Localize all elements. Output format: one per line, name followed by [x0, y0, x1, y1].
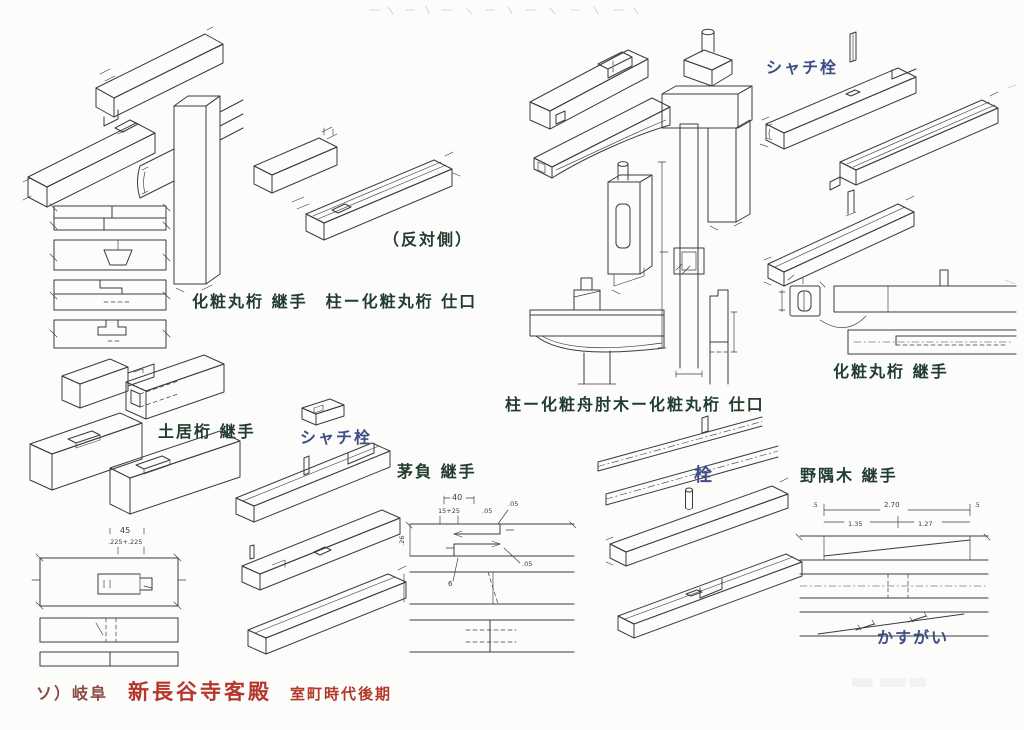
- lower-right-beam: [109, 430, 241, 515]
- dim-225: .225+.225: [108, 538, 142, 546]
- slotted-post-piece-iso: [607, 161, 653, 295]
- strip-mid: [39, 617, 179, 643]
- caption-kayaoi-tsugite: 茅負 継手: [397, 462, 477, 481]
- beam-c: [247, 565, 407, 655]
- label-shachisen-top: シャチ栓: [766, 58, 839, 77]
- dim-26: .26: [398, 536, 406, 546]
- drawing-sen-beams: [597, 415, 803, 639]
- dim-127: 1.27: [918, 520, 932, 528]
- drawing-keshomaru-post-joint: [22, 26, 244, 349]
- strip-dashed: [799, 573, 989, 599]
- dim-6: 6: [448, 580, 453, 588]
- scan-artifact-top-ticks: [369, 5, 639, 15]
- plan-and-section-strips: [778, 269, 1017, 355]
- receiving-beam-iso: [22, 119, 156, 208]
- post-elevation-strip: [657, 123, 705, 378]
- drawing-post-boatbracket-assembly: [529, 28, 753, 385]
- lower-piece: [291, 151, 461, 241]
- caption-building-name: 新長谷寺客殿: [128, 680, 273, 704]
- mortise-piece: [125, 354, 225, 420]
- upper-rounded-girder: [759, 67, 917, 150]
- sheet-caption: ソ）岐阜 新長谷寺客殿 室町時代後期: [36, 676, 392, 706]
- scan-smudge: [852, 678, 926, 687]
- drawing-girder-scarf-pair: [253, 126, 461, 241]
- pin-cylinder: [685, 487, 693, 510]
- thin-beam-pair: [597, 415, 779, 506]
- lower-left-beam: [29, 412, 143, 491]
- middle-girder-with-pin: [763, 189, 915, 287]
- lower-channel-girder: [829, 91, 999, 191]
- upper-beam-iso: [95, 26, 224, 127]
- dim-05b: .05: [508, 500, 518, 508]
- strip-3: [409, 619, 575, 653]
- dim-45: 45: [120, 526, 130, 535]
- caption-keshomaru-tsugite-right: 化粧丸桁 継手: [833, 362, 949, 381]
- channel-beam-iso: [529, 49, 649, 130]
- scan-artifact-edge-ticks: [1004, 84, 1017, 285]
- drawing-doigeta-joint: [29, 354, 241, 515]
- beam-b: [241, 509, 401, 591]
- drawing-kayaoi-strips: 40 15+25 .05 .05 .05 .26 6: [398, 493, 577, 653]
- strip-2: [403, 571, 575, 605]
- post-section-strip: [709, 289, 738, 385]
- caption-period: 室町時代後期: [290, 685, 393, 703]
- caption-nosumiki-tsugite: 野隅木 継手: [800, 466, 898, 485]
- strip-keyway: [31, 553, 187, 610]
- strip-scarf: [405, 521, 577, 557]
- dim-05c: .05: [522, 560, 532, 568]
- post-with-crossing-girder: [137, 95, 244, 293]
- caption-doigeta-tsugite: 土居桁 継手: [158, 422, 256, 441]
- dim-05a: .05: [482, 507, 492, 515]
- caption-opposite-side: （反対側）: [383, 230, 474, 249]
- caption-post-boatbracket-girder: 柱ー化粧舟肘木ー化粧丸桁 仕口: [505, 395, 765, 414]
- drawing-doigeta-plan-strips: 45 .225+.225: [31, 526, 187, 667]
- beam-lower: [617, 553, 803, 639]
- drawing-shachisen-beams: [235, 398, 407, 655]
- drawing-nosumiki-strips: 2.70 .5 .5 1.35 1.27: [795, 501, 991, 637]
- strip-scarf-diagonal: [795, 533, 991, 561]
- beam-upper: [605, 477, 789, 567]
- key-piece: [301, 398, 345, 426]
- dim-135: 1.35: [848, 520, 862, 528]
- bracket-elevation: [529, 277, 665, 385]
- drawing-shachisen-girder-joint: [759, 31, 1017, 355]
- dim-40: 40: [452, 493, 462, 502]
- upper-piece: [253, 126, 338, 194]
- pin-small-2: [249, 544, 255, 560]
- caption-keshomaru-tsugite-shiguchi: 化粧丸桁 継手 柱ー化粧丸桁 仕口: [192, 292, 478, 311]
- post-tenon-girder-iso: [661, 28, 753, 231]
- strip-kasugai: [799, 611, 989, 637]
- boat-bracket-iso: [533, 97, 671, 179]
- dim-15-25: 15+25: [438, 507, 460, 515]
- strip-thin: [39, 651, 179, 667]
- label-shachisen-mid: シャチ栓: [300, 428, 373, 447]
- plan-strips: [49, 203, 171, 349]
- dim-end-r: .5: [974, 502, 980, 509]
- dim-end-l: .5: [812, 502, 818, 509]
- caption-prefix-gifu: ソ）岐阜: [36, 684, 109, 703]
- label-kasugai: かすがい: [877, 628, 950, 647]
- dim-270: 2.70: [884, 501, 900, 509]
- beam-a: [235, 442, 391, 523]
- pin-small: [303, 455, 310, 476]
- shachi-pin: [849, 31, 857, 63]
- label-sen: 栓: [694, 465, 714, 486]
